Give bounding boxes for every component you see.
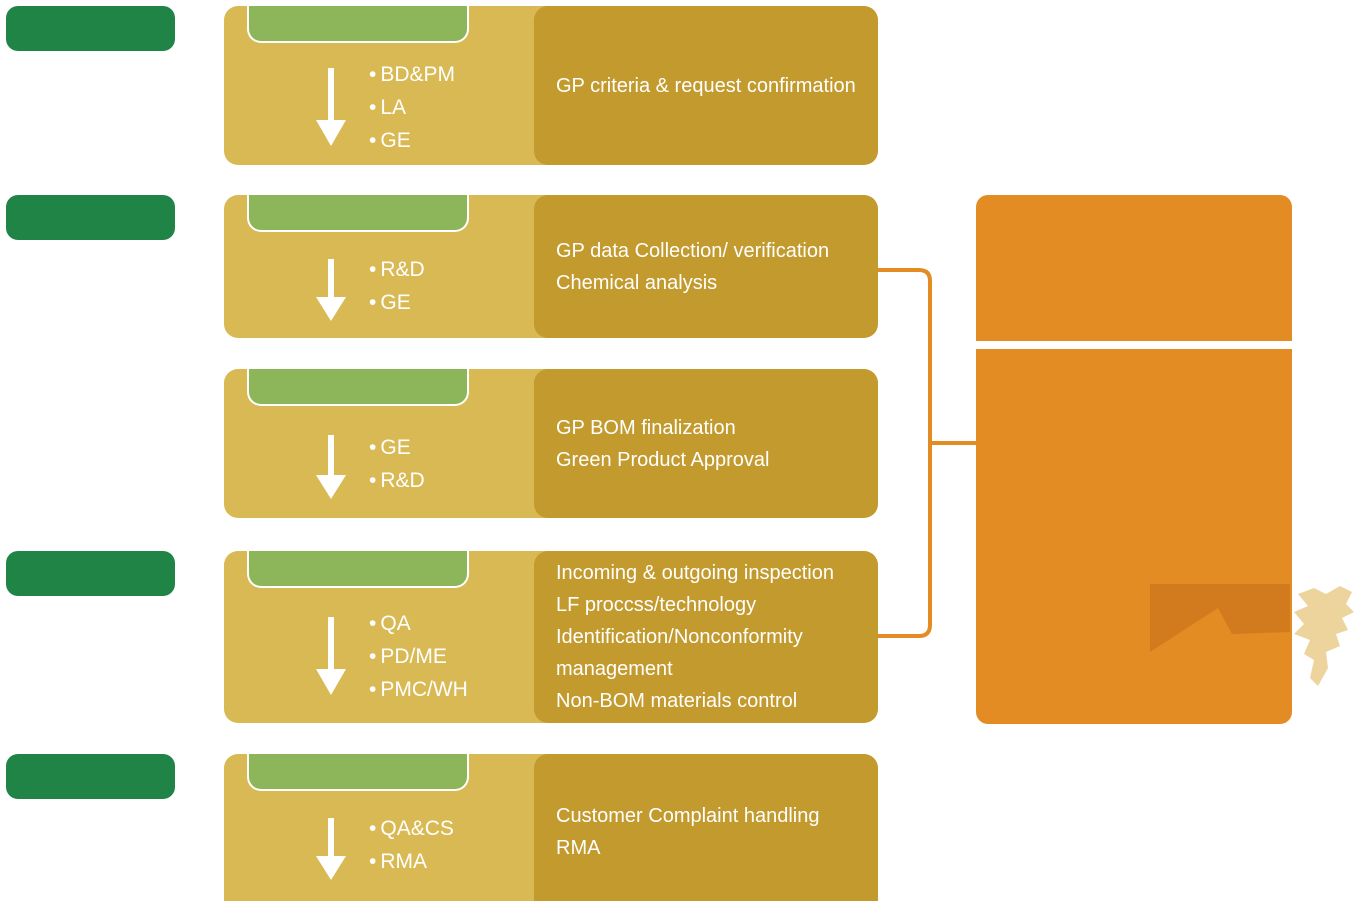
stage-5: QA&CS RMA Customer Complaint handling RM… bbox=[224, 754, 878, 901]
down-arrow-icon bbox=[316, 818, 346, 880]
bracket-connector bbox=[877, 268, 978, 638]
description-line: LF proccss/technology bbox=[556, 594, 757, 616]
description-line: Customer Complaint handling bbox=[556, 805, 820, 827]
role-list: BD&PM LA GE bbox=[369, 58, 455, 157]
description-line: management bbox=[556, 658, 673, 680]
role-item: PMC/WH bbox=[369, 673, 468, 706]
stage-1: BD&PM LA GE GP criteria & request confir… bbox=[224, 6, 878, 165]
role-item: R&D bbox=[369, 253, 424, 286]
phase-tag-1 bbox=[6, 6, 175, 51]
role-item: QA bbox=[369, 607, 468, 640]
down-arrow-icon bbox=[316, 68, 346, 146]
description-line: Incoming & outgoing inspection bbox=[556, 562, 834, 584]
role-list: GE R&D bbox=[369, 431, 425, 497]
role-item: QA&CS bbox=[369, 812, 454, 845]
role-item: GE bbox=[369, 286, 425, 319]
role-item: RMA bbox=[369, 845, 454, 878]
description-line: Non-BOM materials control bbox=[556, 690, 798, 712]
description-line: Identification/Nonconformity bbox=[556, 626, 803, 648]
panel-divider bbox=[976, 341, 1292, 349]
role-item: GE bbox=[369, 124, 455, 157]
description-line: GP BOM finalization bbox=[556, 416, 736, 439]
stage-description: GP criteria & request confirmation bbox=[534, 6, 878, 165]
stage-title-bar bbox=[247, 369, 469, 406]
description-line: RMA bbox=[556, 837, 601, 859]
stage-description: Incoming & outgoing inspection LF proccs… bbox=[534, 551, 878, 723]
down-arrow-icon bbox=[316, 259, 346, 321]
result-panel bbox=[976, 195, 1292, 724]
description-line: Green Product Approval bbox=[556, 448, 770, 471]
role-item: R&D bbox=[369, 464, 424, 497]
stage-title-bar bbox=[247, 754, 469, 791]
role-list: QA PD/ME PMC/WH bbox=[369, 607, 468, 706]
down-arrow-icon bbox=[316, 435, 346, 499]
description-line: GP criteria & request confirmation bbox=[556, 74, 856, 97]
role-list: QA&CS RMA bbox=[369, 812, 454, 878]
role-item: PD/ME bbox=[369, 640, 468, 673]
stage-description: GP data Collection/ verification Chemica… bbox=[534, 195, 878, 338]
stage-description: Customer Complaint handling RMA bbox=[534, 754, 878, 901]
phase-tag-3 bbox=[6, 551, 175, 596]
stage-4: QA PD/ME PMC/WH Incoming & outgoing insp… bbox=[224, 551, 878, 723]
role-list: R&D GE bbox=[369, 253, 425, 319]
phase-tag-4 bbox=[6, 754, 175, 799]
role-item: LA bbox=[369, 91, 455, 124]
stage-title-bar bbox=[247, 551, 469, 588]
stage-title-bar bbox=[247, 195, 469, 232]
phase-tag-2 bbox=[6, 195, 175, 240]
role-item: BD&PM bbox=[369, 58, 455, 91]
stage-3: GE R&D GP BOM finalization Green Product… bbox=[224, 369, 878, 518]
map-silhouette-icon bbox=[1150, 584, 1354, 686]
stage-2: R&D GE GP data Collection/ verification … bbox=[224, 195, 878, 338]
description-line: GP data Collection/ verification bbox=[556, 239, 830, 262]
description-line: Chemical analysis bbox=[556, 271, 718, 294]
down-arrow-icon bbox=[316, 617, 346, 695]
stage-description: GP BOM finalization Green Product Approv… bbox=[534, 369, 878, 518]
role-item: GE bbox=[369, 431, 425, 464]
stage-title-bar bbox=[247, 6, 469, 43]
